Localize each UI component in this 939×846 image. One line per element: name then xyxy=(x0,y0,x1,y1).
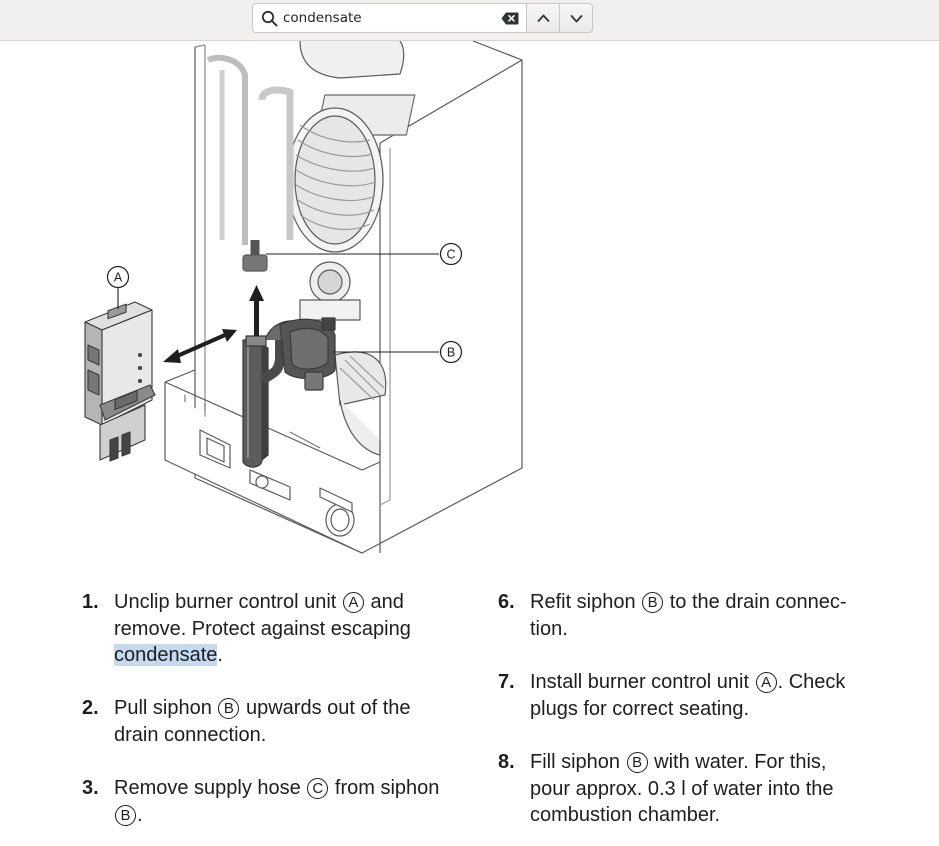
step-number: 2. xyxy=(82,697,99,719)
step-text: Refit siphon B to the drain connec- tion… xyxy=(530,589,910,642)
search-highlight: condensate xyxy=(114,644,218,666)
step-text-part: from siphon xyxy=(334,777,440,799)
step-text-line: remove. Protect against escaping xyxy=(114,617,411,640)
step-text-part: with water. For this, xyxy=(654,751,827,773)
step-text-part: Pull siphon xyxy=(114,697,212,719)
step-text-line: tion. xyxy=(530,617,568,640)
step-text-line: combustion chamber. xyxy=(530,804,721,826)
callout-c-label: C xyxy=(446,248,455,262)
step-number: 7. xyxy=(498,671,515,693)
find-bar xyxy=(0,0,939,41)
marker-b: B xyxy=(626,752,648,773)
step-text-line: plugs for correct seating. xyxy=(530,697,749,720)
boiler-illustration: A C B xyxy=(84,41,523,554)
step-text-line: pour approx. 0.3 l of water into the xyxy=(530,777,834,800)
marker-c: C xyxy=(307,778,329,799)
callout-a: A xyxy=(106,265,130,289)
marker-b: B xyxy=(218,698,240,719)
step-text: Install burner control unit A. Check plu… xyxy=(530,669,910,722)
marker-a: A xyxy=(342,592,364,613)
step-text: Unclip burner control unit A and remove.… xyxy=(114,589,474,669)
marker-a: A xyxy=(755,672,777,693)
callout-a-label: A xyxy=(114,271,123,285)
step-text-part: Fill siphon xyxy=(530,751,621,773)
step-number: 3. xyxy=(82,777,99,799)
callout-b: B xyxy=(439,340,463,364)
step-text-part: . Check xyxy=(777,671,846,693)
step-number: 1. xyxy=(82,591,99,613)
step-text-part: Unclip burner control unit xyxy=(114,591,337,613)
marker-b: B xyxy=(642,592,664,613)
chevron-down-icon xyxy=(570,15,583,23)
step-number: 8. xyxy=(498,751,515,773)
step-text-part: upwards out of the xyxy=(245,697,411,719)
find-input[interactable] xyxy=(283,8,483,28)
step-text-part: Remove supply hose xyxy=(114,777,301,799)
step-number: 6. xyxy=(498,591,515,613)
callout-c: C xyxy=(439,242,463,266)
step-text-part: . xyxy=(137,803,143,826)
step-text-part: Install burner control unit xyxy=(530,671,750,693)
find-previous-button[interactable] xyxy=(526,3,560,33)
chevron-up-icon xyxy=(537,14,550,22)
clear-search-icon[interactable] xyxy=(501,12,519,25)
step-text: Remove supply hose C from siphon B. xyxy=(114,775,474,828)
marker-b: B xyxy=(115,804,136,826)
step-text-part: to the drain connec- xyxy=(669,591,847,613)
find-field[interactable] xyxy=(252,3,527,33)
step-text: Fill siphon B with water. For this, pour… xyxy=(530,749,910,829)
step-text-line: drain connection. xyxy=(114,723,267,746)
step-text: Pull siphon B upwards out of the drain c… xyxy=(114,695,474,748)
find-next-button[interactable] xyxy=(559,3,593,33)
callout-b-label: B xyxy=(447,346,455,360)
step-text-part: and xyxy=(370,591,404,613)
search-icon xyxy=(261,10,278,27)
step-text-part: Refit siphon xyxy=(530,591,636,613)
step-text-part: . xyxy=(217,644,223,666)
